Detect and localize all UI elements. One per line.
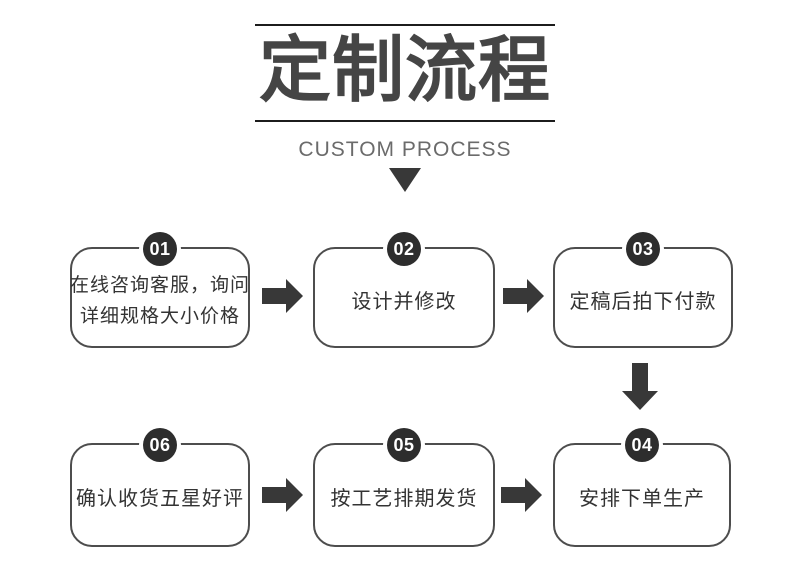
step-02-label: 设计并修改: [352, 286, 457, 318]
step-03-line-1: 定稿后拍下付款: [569, 290, 717, 313]
arrow-right-icon: [262, 279, 303, 313]
step-box-05: 05 按工艺排期发货: [313, 428, 495, 547]
header-bottom-rule: [255, 120, 555, 122]
step-box-03: 03 定稿后拍下付款: [553, 232, 733, 348]
step-06-number-badge: 06: [143, 428, 177, 462]
step-03-number-badge: 03: [626, 232, 660, 266]
step-01-line-2: 详细规格大小价格: [80, 305, 241, 327]
step-06-label: 确认收货五星好评: [76, 483, 244, 515]
step-box-01: 01 在线咨询客服，询问 详细规格大小价格: [70, 232, 250, 348]
arrow-down-icon: [622, 363, 658, 410]
step-box-06: 06 确认收货五星好评: [70, 428, 250, 547]
step-03-label: 定稿后拍下付款: [570, 286, 717, 318]
header-top-rule: [255, 24, 555, 26]
step-01-label: 在线咨询客服，询问 详细规格大小价格: [70, 271, 250, 332]
step-04-line-1: 安排下单生产: [579, 488, 705, 510]
step-04-number-badge: 04: [625, 428, 659, 462]
step-box-04: 04 安排下单生产: [553, 428, 731, 547]
step-02-line-1: 设计并修改: [351, 290, 457, 313]
step-05-number-badge: 05: [387, 428, 421, 462]
page-subtitle: CUSTOM PROCESS: [298, 138, 512, 161]
step-05-line-1: 按工艺排期发货: [330, 488, 478, 510]
step-box-02: 02 设计并修改: [313, 232, 495, 348]
triangle-down-icon: [389, 168, 421, 192]
step-01-number-badge: 01: [143, 232, 177, 266]
arrow-right-icon: [503, 279, 544, 313]
page-title: 定制流程: [258, 31, 551, 111]
arrow-right-icon: [262, 478, 303, 512]
step-06-line-1: 确认收货五星好评: [76, 488, 244, 510]
step-05-label: 按工艺排期发货: [331, 483, 478, 515]
step-01-line-1: 在线咨询客服，询问: [70, 275, 251, 297]
arrow-right-icon: [501, 478, 542, 512]
step-02-number-badge: 02: [387, 232, 421, 266]
step-04-label: 安排下单生产: [579, 483, 705, 515]
